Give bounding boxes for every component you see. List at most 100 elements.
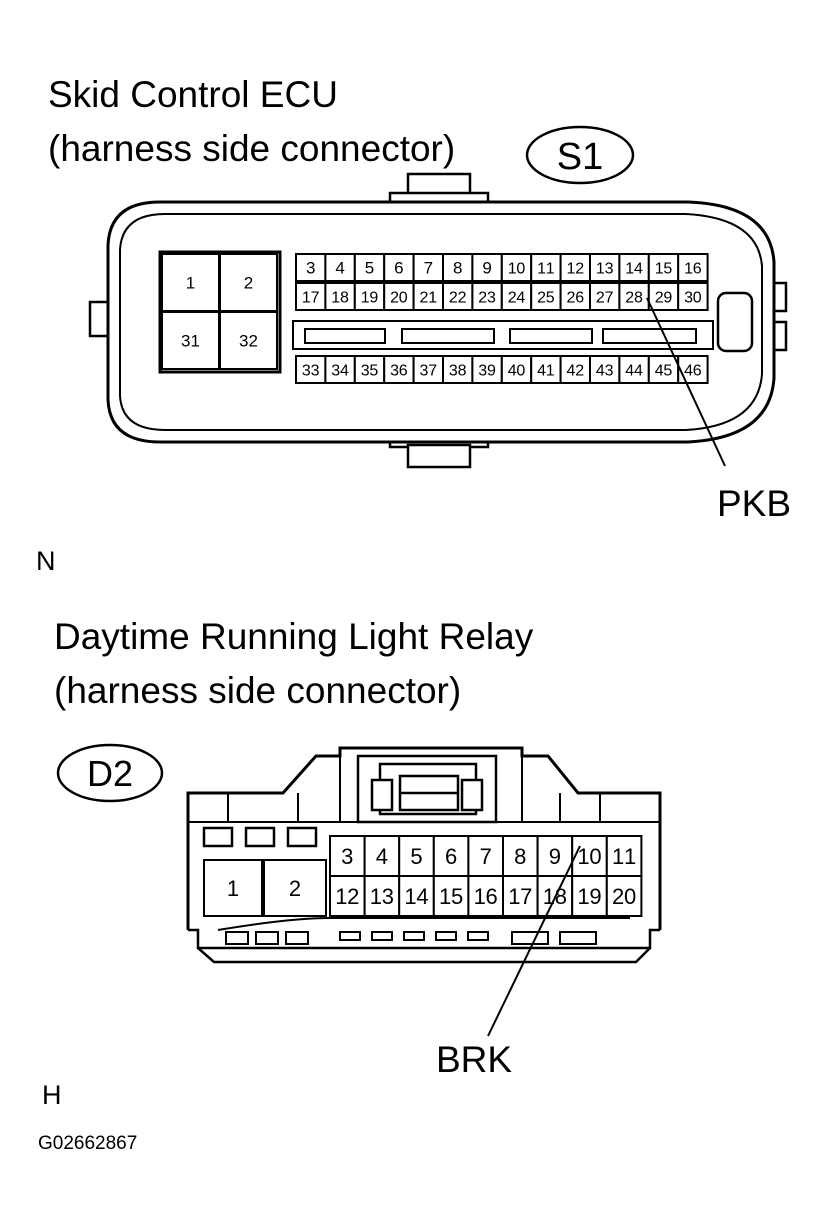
ecu-pin-8-label: 8 bbox=[453, 259, 462, 278]
ecu-pin-30: 30 bbox=[677, 282, 709, 311]
relay-pin-11-label: 11 bbox=[612, 844, 636, 869]
relay-pin-15: 15 bbox=[432, 875, 470, 917]
ecu-pin-35-label: 35 bbox=[361, 362, 379, 379]
relay-pin-9: 9 bbox=[536, 835, 574, 877]
section-label-n: N bbox=[36, 546, 56, 576]
ecu-pin-2: 2 bbox=[219, 253, 278, 312]
relay-pin-14: 14 bbox=[398, 875, 435, 917]
ecu-pin-39-cavity bbox=[471, 355, 503, 384]
ecu-pin-40-cavity bbox=[500, 355, 533, 384]
relay-pin-2: 2 bbox=[263, 859, 327, 917]
relay-pin-10: 10 bbox=[571, 835, 608, 877]
relay-pin-5: 5 bbox=[398, 835, 435, 877]
ecu-pin-33: 33 bbox=[295, 355, 327, 384]
ecu-pin-24-cavity bbox=[500, 282, 533, 311]
ecu-pin-23-label: 23 bbox=[478, 289, 496, 306]
relay-pin-17-cavity bbox=[502, 875, 539, 917]
ecu-pin-17: 17 bbox=[295, 282, 327, 311]
ecu-pin-41: 41 bbox=[530, 355, 562, 384]
ecu-pin-12-label: 12 bbox=[567, 260, 585, 277]
ecu-pin-19: 19 bbox=[353, 282, 386, 311]
ecu-pin-4-label: 4 bbox=[335, 259, 344, 278]
relay-pin-7-label: 7 bbox=[480, 844, 492, 869]
relay-pin-1-label: 1 bbox=[227, 876, 239, 901]
relay-pin-1: 1 bbox=[203, 859, 263, 917]
ecu-pin-22-label: 22 bbox=[449, 289, 467, 306]
ecu-pin-40-label: 40 bbox=[508, 362, 526, 379]
ecu-pin-10-label: 10 bbox=[508, 260, 526, 277]
ecu-pin-13-label: 13 bbox=[596, 260, 614, 277]
ecu-pin-20-label: 20 bbox=[390, 289, 408, 306]
relay-pin-8-label: 8 bbox=[514, 844, 526, 869]
ecu-pin-16-cavity bbox=[677, 253, 709, 282]
ecu-pin-45-label: 45 bbox=[655, 362, 673, 379]
ecu-pin-31-label: 31 bbox=[181, 332, 200, 351]
ecu-pin-11-label: 11 bbox=[537, 260, 555, 277]
relay-pin-20-cavity bbox=[605, 875, 643, 917]
ecu-pin-33-cavity bbox=[295, 355, 327, 384]
relay-base-teeth bbox=[225, 931, 597, 945]
relay-pin-12-cavity bbox=[329, 875, 366, 917]
ecu-pin-21-cavity bbox=[412, 282, 445, 311]
relay-pin-3: 3 bbox=[329, 835, 366, 877]
relay-pin-6-label: 6 bbox=[445, 844, 457, 869]
relay-code-text: D2 bbox=[87, 753, 133, 794]
ecu-pin-35-cavity bbox=[353, 355, 386, 384]
ecu-pin-22: 22 bbox=[442, 282, 474, 311]
relay-pin-4: 4 bbox=[363, 835, 401, 877]
relay-title: Daytime Running Light Relay bbox=[54, 616, 534, 657]
ecu-pin-14-cavity bbox=[618, 253, 650, 282]
relay-pin-14-cavity bbox=[398, 875, 435, 917]
relay-pin-19-cavity bbox=[571, 875, 608, 917]
ecu-pin-46-cavity bbox=[677, 355, 709, 384]
ecu-pin-36-label: 36 bbox=[390, 362, 408, 379]
relay-pin-13-cavity bbox=[363, 875, 401, 917]
ecu-pin-32-cavity bbox=[219, 311, 278, 370]
ecu-pin-43: 43 bbox=[589, 355, 621, 384]
relay-pin-8: 8 bbox=[502, 835, 539, 877]
ecu-pin-30-label: 30 bbox=[684, 289, 702, 306]
ecu-divider-rail bbox=[292, 320, 714, 350]
ecu-pin-33-label: 33 bbox=[302, 362, 320, 379]
ecu-pin-25-label: 25 bbox=[537, 289, 555, 306]
ecu-pin-1: 1 bbox=[161, 253, 220, 312]
relay-pin-4-label: 4 bbox=[376, 844, 388, 869]
relay-center-latch bbox=[356, 754, 498, 824]
ecu-pin-22-cavity bbox=[442, 282, 474, 311]
relay-pin-2-cavity bbox=[263, 859, 327, 917]
ecu-pin-26: 26 bbox=[559, 282, 591, 311]
ecu-pin-29: 29 bbox=[647, 282, 680, 311]
relay-pin-17: 17 bbox=[502, 875, 539, 917]
ecu-pin-35: 35 bbox=[353, 355, 386, 384]
ecu-pin-41-label: 41 bbox=[537, 362, 555, 379]
ecu-pin-38-label: 38 bbox=[449, 362, 467, 379]
ecu-subtitle: (harness side connector) bbox=[48, 128, 456, 169]
ecu-pin-23-cavity bbox=[471, 282, 503, 311]
relay-pin-13: 13 bbox=[363, 875, 401, 917]
ecu-pin-43-label: 43 bbox=[596, 362, 614, 379]
ecu-pin-21-label: 21 bbox=[420, 289, 438, 306]
ecu-pin-20: 20 bbox=[383, 282, 415, 311]
ecu-pin-26-label: 26 bbox=[567, 289, 585, 306]
ecu-pin-29-cavity bbox=[647, 282, 680, 311]
relay-pin-2-label: 2 bbox=[289, 876, 301, 901]
relay-pin-8-cavity bbox=[502, 835, 539, 877]
ecu-key-block bbox=[716, 291, 754, 353]
relay-pin-10-label: 10 bbox=[577, 844, 601, 869]
ecu-pin-17-label: 17 bbox=[302, 289, 320, 306]
ecu-pin-24-label: 24 bbox=[508, 289, 526, 306]
ecu-pin-19-label: 19 bbox=[361, 289, 379, 306]
ecu-pin-15-label: 15 bbox=[655, 260, 673, 277]
ecu-pin-10-cavity bbox=[500, 253, 533, 282]
relay-pin-16: 16 bbox=[467, 875, 504, 917]
ecu-pin-38-cavity bbox=[442, 355, 474, 384]
ecu-pin-40: 40 bbox=[500, 355, 533, 384]
ecu-pin-19-cavity bbox=[353, 282, 386, 311]
ecu-pin-39-label: 39 bbox=[478, 362, 496, 379]
relay-pin-20-label: 20 bbox=[612, 884, 636, 909]
